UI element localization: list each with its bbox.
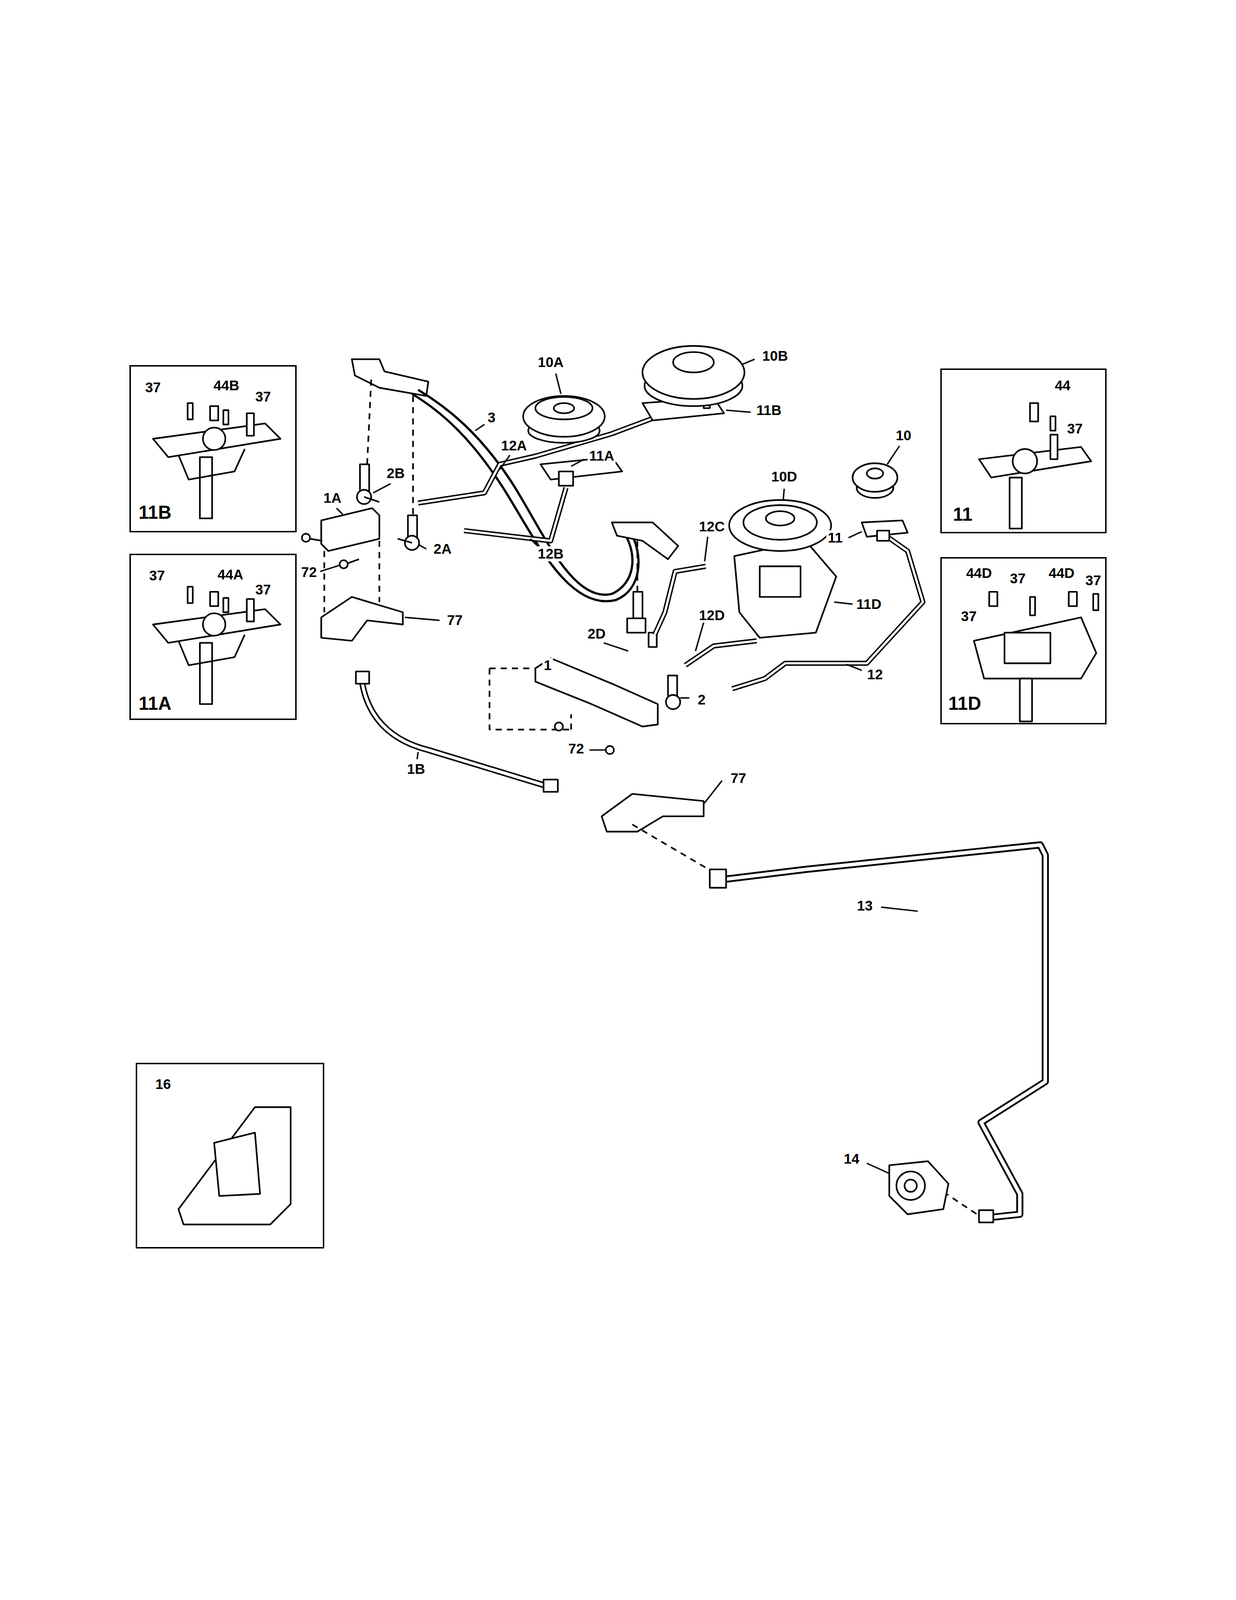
callout-number: 16 xyxy=(153,1076,173,1092)
callout-number: 37 xyxy=(1008,570,1028,586)
callout-number: 11 xyxy=(826,530,845,545)
callout-number: 2D xyxy=(586,625,607,641)
callout-number: 37 xyxy=(253,389,273,404)
callout-number: 14 xyxy=(842,1151,861,1166)
callout-number: 72 xyxy=(299,564,318,580)
inset-label: 11A xyxy=(137,694,174,714)
callout-number: 3 xyxy=(486,409,497,425)
callout-number: 1B xyxy=(405,761,427,777)
callout-number: 11A xyxy=(587,448,617,463)
callout-number: 37 xyxy=(143,380,162,395)
callout-number: 2 xyxy=(696,692,707,707)
callout-number: 12C xyxy=(697,518,727,534)
callout-number: 37 xyxy=(253,582,273,597)
inset-box: 44D 37 44D 37 37 11D xyxy=(940,556,1107,725)
inset-label: 11B xyxy=(137,503,174,523)
callout-number: 44A xyxy=(216,566,245,582)
callout-number: 1A xyxy=(321,490,343,506)
inset-box: 37 44B 37 11B xyxy=(129,364,297,533)
callout-number: 12B xyxy=(536,546,566,561)
callout-number: 44D xyxy=(964,565,994,581)
callout-number: 37 xyxy=(959,608,979,624)
callout-number: 44B xyxy=(211,378,241,393)
inset-label: 11 xyxy=(951,505,974,525)
callout-number: 10B xyxy=(760,348,790,364)
inset-box: 16 xyxy=(135,1062,325,1249)
callout-number: 11B xyxy=(755,402,784,418)
callout-number: 12A xyxy=(499,438,529,453)
callout-number: 37 xyxy=(1065,420,1084,436)
callout-number: 13 xyxy=(855,898,874,913)
inset-box: 37 44A 37 11A xyxy=(129,553,297,720)
callout-number: 77 xyxy=(728,770,748,786)
callout-number: 12D xyxy=(697,607,727,622)
callout-number: 1 xyxy=(542,657,554,673)
callout-number: 37 xyxy=(1083,572,1103,588)
callout-number: 44D xyxy=(1047,565,1077,581)
callout-number: 12 xyxy=(865,666,885,682)
callout-number: 44 xyxy=(1053,378,1072,393)
callout-number: 2A xyxy=(432,541,454,556)
inset-box: 44 37 11 xyxy=(940,368,1107,534)
callout-number: 10D xyxy=(769,468,799,484)
callout-number: 10 xyxy=(894,427,913,443)
callout-number: 10A xyxy=(536,354,566,370)
callout-number: 37 xyxy=(147,567,167,583)
inset-label: 11D xyxy=(947,694,983,714)
callout-number: 72 xyxy=(567,741,586,756)
callout-number: 2B xyxy=(385,465,407,481)
callout-number: 77 xyxy=(445,612,464,628)
callout-number: 11D xyxy=(855,596,884,611)
